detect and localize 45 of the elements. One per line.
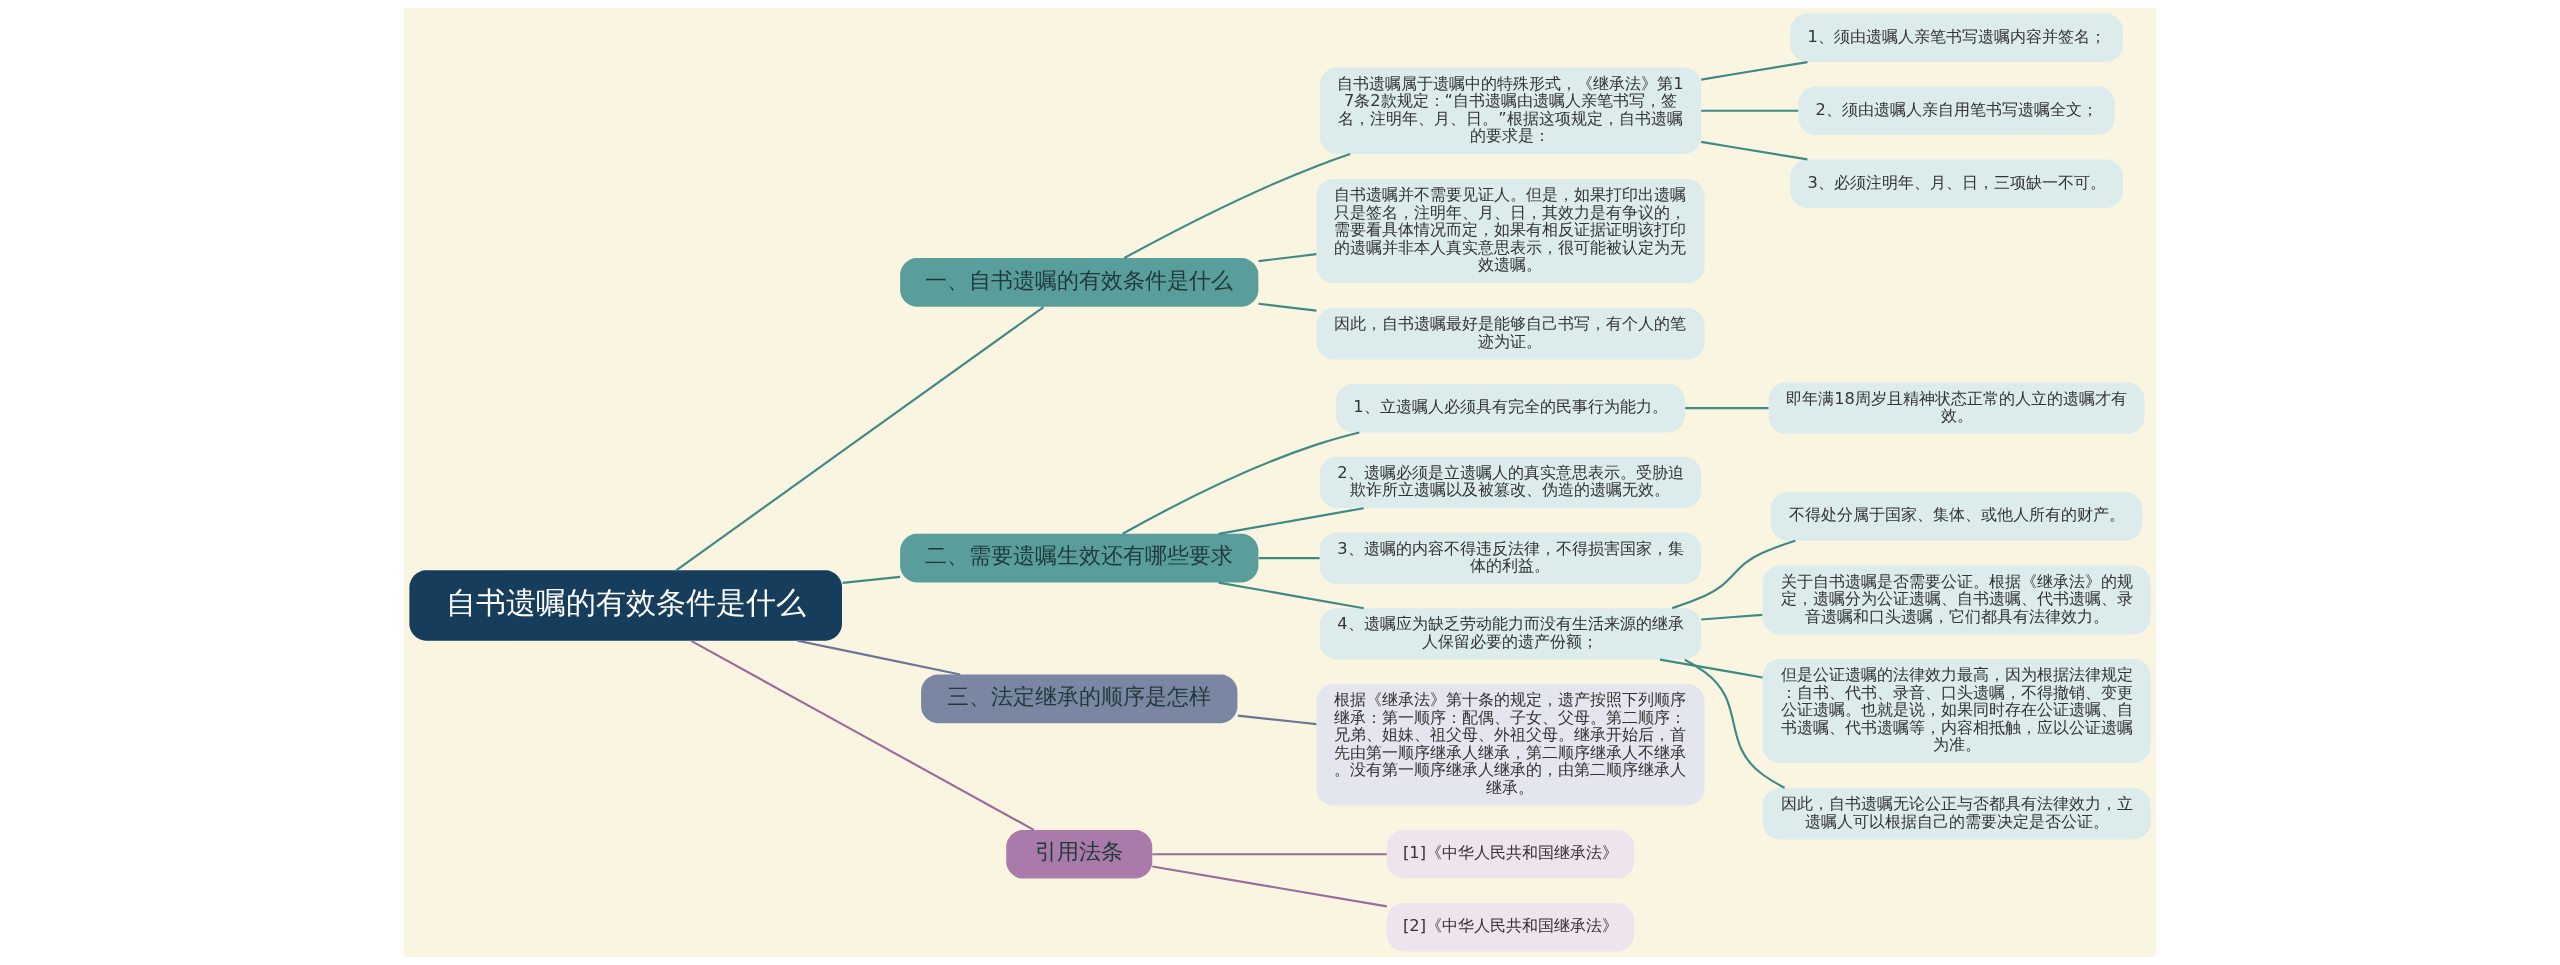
connector <box>1258 253 1317 263</box>
node-box: [1]《中华人民共和国继承法》 <box>1386 829 1635 879</box>
node-box: 自书遗嘱并不需要见证人。但是，如果打印出遗嘱只是签名，注明年、月、日，其效力是有争议的，需要看具体情况而定，如果有相反证据证明该打印的遗嘱并非本人真实意思表示，很可能被认定为无效遗嘱。 <box>1316 179 1705 284</box>
connector <box>1258 302 1317 312</box>
connector <box>1701 140 1808 161</box>
node-box: 1、立遗嘱人必须具有完全的民事行为能力。 <box>1336 383 1685 433</box>
node-box: 不得处分属于国家、集体、或他人所有的财产。 <box>1770 491 2143 541</box>
connector <box>1659 658 1763 679</box>
node-box: 三、法定继承的顺序是怎样 <box>921 674 1238 724</box>
node-box: 因此，自书遗嘱最好是能够自己书写，有个人的笔迹为证。 <box>1316 308 1705 360</box>
connector <box>1218 581 1364 610</box>
connector <box>1258 557 1320 560</box>
node-box: 关于自书遗嘱是否需要公证。根据《继承法》的规定，遗嘱分为公证遗嘱、自书遗嘱、代书遗嘱、录音遗嘱和口头遗嘱，它们都具有法律效力。 <box>1762 565 2151 635</box>
node-box: 引用法条 <box>1006 829 1153 879</box>
node-box: 一、自书遗嘱的有效条件是什么 <box>900 258 1259 307</box>
node-box: 即年满18周岁且精神状态正常的人立的遗嘱才有效。 <box>1768 382 2145 434</box>
connector <box>797 639 961 676</box>
node-box: 3、必须注明年、月、日，三项缺一不可。 <box>1790 159 2123 209</box>
connector <box>1701 61 1808 81</box>
node-box: 2、须由遗嘱人亲自用笔书写遗嘱全文； <box>1798 86 2115 136</box>
connector <box>690 639 1035 831</box>
node-box: 自书遗嘱的有效条件是什么 <box>409 570 842 641</box>
connector <box>842 575 901 584</box>
connector <box>675 306 1045 572</box>
connector <box>1152 853 1387 856</box>
connector <box>1122 431 1360 535</box>
node-box: 二、需要遗嘱生效还有哪些要求 <box>900 533 1259 583</box>
node-box: 但是公证遗嘱的法律效力最高，因为根据法律规定：自书、代书、录音、口头遗嘱，不得撤销、变更公证遗嘱。也就是说，如果同时存在公证遗嘱、自书遗嘱、代书遗嘱等，内容相抵触，应以公证遗嘱为准。 <box>1762 658 2151 763</box>
node-box: 自书遗嘱属于遗嘱中的特殊形式，《继承法》第17条2款规定：“自书遗嘱由遗嘱人亲笔书写，签名，注明年、月、日。”根据这项规定，自书遗嘱的要求是： <box>1319 67 1702 154</box>
connector <box>1123 153 1351 259</box>
node-box: 1、须由遗嘱人亲笔书写遗嘱内容并签名； <box>1790 13 2123 63</box>
connector <box>1685 407 1769 410</box>
node-box: 3、遗嘱的内容不得违反法律，不得损害国家，集体的利益。 <box>1319 532 1702 584</box>
connector <box>1701 613 1763 621</box>
connector <box>1152 865 1387 908</box>
connector <box>1218 507 1364 535</box>
node-box: 2、遗嘱必须是立遗嘱人的真实意思表示。受胁迫欺诈所立遗嘱以及被篡改、伪造的遗嘱无效。 <box>1319 456 1702 509</box>
connector <box>1671 539 1796 610</box>
connector <box>1237 714 1317 726</box>
connector <box>1684 658 1786 789</box>
node-box: 4、遗嘱应为缺乏劳动能力而没有生活来源的继承人保留必要的遗产份额； <box>1319 608 1702 660</box>
node-box: [2]《中华人民共和国继承法》 <box>1386 902 1635 952</box>
connector <box>1701 109 1799 112</box>
node-box: 根据《继承法》第十条的规定，遗产按照下列顺序继承：第一顺序：配偶、子女、父母。第二顺序：兄弟、姐妹、祖父母、外祖父母。继承开始后，首先由第一顺序继承人继承，第二顺序继承人不继承。没有第一顺序继承人继承的，由第二顺序继承人继承。 <box>1316 683 1705 806</box>
node-box: 因此，自书遗嘱无论公正与否都具有法律效力，立遗嘱人可以根据自己的需要决定是否公证。 <box>1762 788 2151 840</box>
